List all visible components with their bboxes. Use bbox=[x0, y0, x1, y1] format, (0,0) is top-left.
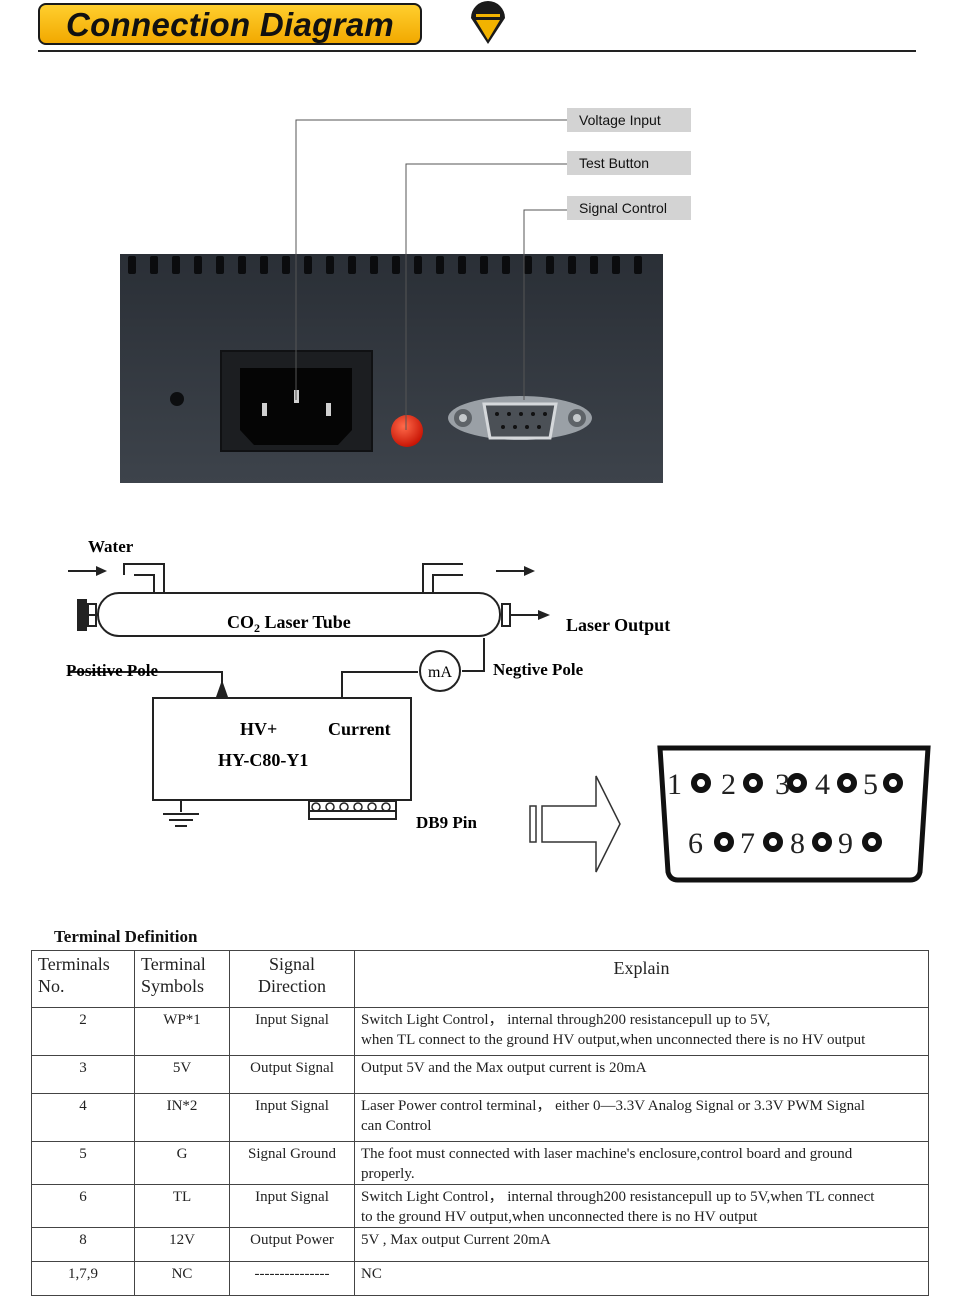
cell-direction: Output Signal bbox=[229, 1055, 355, 1094]
vent-slots bbox=[128, 256, 642, 274]
cell-direction: Input Signal bbox=[229, 1093, 355, 1142]
cell-no: 8 bbox=[31, 1227, 135, 1262]
callout-signal-control: Signal Control bbox=[567, 196, 691, 220]
db9-pin-label: 9 bbox=[838, 827, 853, 860]
cell-symbol: 12V bbox=[134, 1227, 230, 1262]
cell-explain: Switch Light Control， internal through20… bbox=[354, 1184, 929, 1228]
label-positive-pole: Positive Pole bbox=[66, 661, 159, 680]
cell-symbol: WP*1 bbox=[134, 1007, 230, 1056]
db9-pinout: 1 2 3 4 5 6 7 8 9 bbox=[657, 745, 931, 883]
brand-logo-icon bbox=[471, 0, 505, 44]
cell-no: 1,7,9 bbox=[31, 1261, 135, 1296]
db9-pin-label: 4 bbox=[815, 768, 830, 801]
header-explain: Explain bbox=[354, 950, 929, 1008]
cell-explain: Laser Power control terminal， either 0—3… bbox=[354, 1093, 929, 1142]
cell-symbol: G bbox=[134, 1141, 230, 1185]
table-row: 6 TL Input Signal Switch Light Control， … bbox=[31, 1184, 929, 1228]
cell-no: 4 bbox=[31, 1093, 135, 1142]
cell-symbol: IN*2 bbox=[134, 1093, 230, 1142]
wiring-diagram: Water CO2 Laser Tube Laser Output Positi… bbox=[66, 537, 670, 873]
callout-voltage-input: Voltage Input bbox=[567, 108, 691, 132]
cell-direction: Input Signal bbox=[229, 1007, 355, 1056]
db9-pin-label: 8 bbox=[790, 827, 805, 860]
callout-leader-lines bbox=[295, 119, 567, 430]
cell-explain: The foot must connected with laser machi… bbox=[354, 1141, 929, 1185]
label-current: Current bbox=[328, 719, 391, 739]
db9-arrow-icon bbox=[529, 775, 621, 873]
mount-hole bbox=[170, 392, 184, 406]
cell-explain: NC bbox=[354, 1261, 929, 1296]
cell-explain: 5V , Max output Current 20mA bbox=[354, 1227, 929, 1262]
label-db9-pin: DB9 Pin bbox=[416, 813, 477, 832]
label-hv-plus: HV+ bbox=[240, 719, 277, 739]
panel-body bbox=[120, 254, 663, 483]
power-socket bbox=[240, 368, 352, 445]
db9-pin-label: 3 bbox=[775, 768, 790, 801]
test-button-photo bbox=[391, 415, 423, 447]
cell-direction: Output Power bbox=[229, 1227, 355, 1262]
cell-no: 6 bbox=[31, 1184, 135, 1228]
db9-connector-photo bbox=[448, 396, 592, 440]
table-row: 4 IN*2 Input Signal Laser Power control … bbox=[31, 1093, 929, 1142]
cell-symbol: 5V bbox=[134, 1055, 230, 1094]
power-supply-box bbox=[152, 697, 412, 801]
db9-pin-label: 6 bbox=[688, 827, 703, 860]
cell-explain: Output 5V and the Max output current is … bbox=[354, 1055, 929, 1094]
table-row: 8 12V Output Power 5V , Max output Curre… bbox=[31, 1227, 929, 1262]
terminal-screws bbox=[311, 802, 391, 812]
positive-terminal bbox=[216, 680, 228, 697]
table-row: 5 G Signal Ground The foot must connecte… bbox=[31, 1141, 929, 1185]
db9-pin-label: 1 bbox=[667, 768, 682, 801]
cell-symbol: NC bbox=[134, 1261, 230, 1296]
cell-direction: Input Signal bbox=[229, 1184, 355, 1228]
db9-pin-label: 2 bbox=[721, 768, 736, 801]
table-row: 3 5V Output Signal Output 5V and the Max… bbox=[31, 1055, 929, 1094]
cell-no: 2 bbox=[31, 1007, 135, 1056]
page-title: Connection Diagram bbox=[65, 6, 395, 43]
cell-direction: Signal Ground bbox=[229, 1141, 355, 1185]
device-panel-illustration bbox=[120, 119, 663, 483]
cell-direction: --------------- bbox=[229, 1261, 355, 1296]
cell-symbol: TL bbox=[134, 1184, 230, 1228]
terminal-definition-title: Terminal Definition bbox=[54, 927, 198, 946]
db9-pin-dots bbox=[691, 773, 903, 852]
db9-pin-label: 7 bbox=[740, 827, 755, 860]
table-row: 2 WP*1 Input Signal Switch Light Control… bbox=[31, 1007, 929, 1056]
header-divider bbox=[38, 50, 916, 52]
label-laser-tube: CO2 Laser Tube bbox=[227, 612, 351, 635]
label-model: HY-C80-Y1 bbox=[218, 750, 308, 770]
callout-test-button: Test Button bbox=[567, 151, 691, 175]
header-badge: Connection Diagram bbox=[38, 3, 422, 45]
label-meter: mA bbox=[428, 664, 452, 681]
label-water: Water bbox=[88, 537, 134, 556]
table-row: 1,7,9 NC --------------- NC bbox=[31, 1261, 929, 1296]
cell-no: 3 bbox=[31, 1055, 135, 1094]
db9-pin-label: 5 bbox=[863, 768, 878, 801]
cell-no: 5 bbox=[31, 1141, 135, 1185]
cell-explain: Switch Light Control， internal through20… bbox=[354, 1007, 929, 1056]
label-negative-pole: Negtive Pole bbox=[493, 660, 584, 679]
label-laser-output: Laser Output bbox=[566, 615, 670, 635]
